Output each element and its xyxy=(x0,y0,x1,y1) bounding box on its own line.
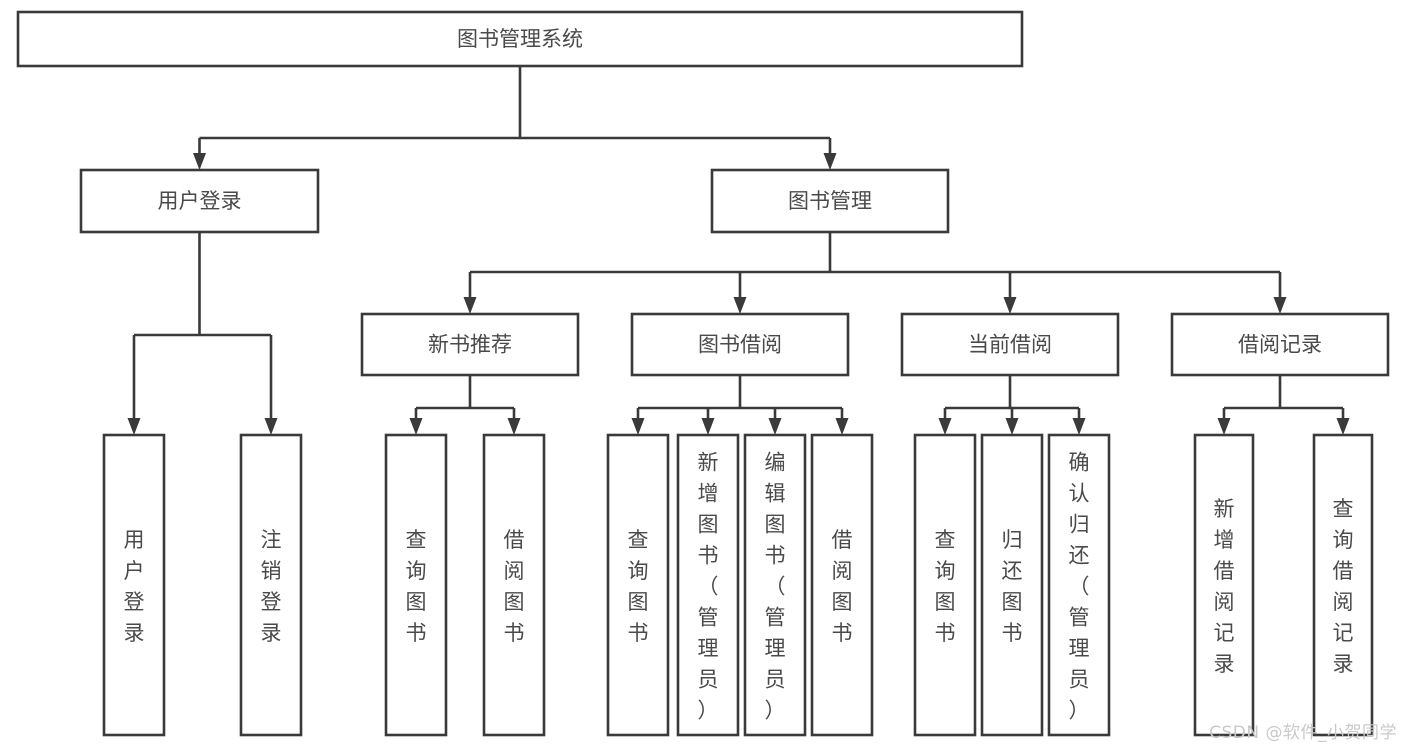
node-current-borrow-to-leaves-arrow-icon xyxy=(1005,418,1019,435)
leaf-leaf-confirm-return-label: 确认归还（管理员） xyxy=(1069,451,1090,723)
node-user-login-label: 用户登录 xyxy=(158,189,242,213)
leaf-leaf-query-book-1-box[interactable] xyxy=(384,433,448,737)
leaf-leaf-query-book-1[interactable]: 查询图书 xyxy=(384,433,448,737)
node-book-borrow-to-leaves-arrow-icon xyxy=(835,418,849,435)
leaf-leaf-query-record[interactable]: 查询借阅记录 xyxy=(1312,433,1374,737)
leaf-leaf-user-login-label: 用户登录 xyxy=(124,528,145,645)
node-book-manage[interactable]: 图书管理 xyxy=(710,168,950,234)
leaf-leaf-query-book-2-box[interactable] xyxy=(606,433,670,737)
leaf-leaf-add-record-box[interactable] xyxy=(1193,433,1255,737)
leaf-leaf-add-record[interactable]: 新增借阅记录 xyxy=(1193,433,1255,737)
node-borrow-record-label: 借阅记录 xyxy=(1238,333,1322,357)
book-manage-to-level3-arrow-icon xyxy=(463,297,477,314)
leaf-leaf-query-record-label: 查询借阅记录 xyxy=(1333,497,1354,676)
node-current-borrow-to-leaves-arrow-icon xyxy=(1072,418,1086,435)
node-book-manage-box[interactable] xyxy=(710,168,950,234)
root-to-level2-arrow-icon xyxy=(193,153,206,170)
leaf-leaf-borrow-book-2[interactable]: 借阅图书 xyxy=(810,433,874,737)
node-new-book-rec-label: 新书推荐 xyxy=(428,333,512,357)
node-book-manage-label: 图书管理 xyxy=(788,189,872,213)
node-current-borrow-label: 当前借阅 xyxy=(968,333,1052,357)
leaf-leaf-add-book-label: 新增图书（管理员） xyxy=(698,451,719,723)
node-user-login[interactable]: 用户登录 xyxy=(79,168,320,234)
node-user-login-box[interactable] xyxy=(79,168,320,234)
leaf-leaf-query-book-3-label: 查询图书 xyxy=(935,528,956,645)
leaf-leaf-query-book-2[interactable]: 查询图书 xyxy=(606,433,670,737)
leaf-leaf-query-book-2-label: 查询图书 xyxy=(628,528,649,645)
node-book-borrow-to-leaves-arrow-icon xyxy=(701,418,715,435)
node-new-book-rec-to-leaves-arrow-icon xyxy=(507,418,521,435)
node-current-borrow-to-leaves-arrow-icon xyxy=(938,418,952,435)
leaf-leaf-return-book-box[interactable] xyxy=(980,433,1044,737)
leaf-leaf-add-book-box[interactable] xyxy=(676,433,740,737)
leaf-leaf-edit-book-box[interactable] xyxy=(743,433,807,737)
node-book-borrow[interactable]: 图书借阅 xyxy=(630,312,850,377)
book-manage-to-level3-arrow-icon xyxy=(1273,297,1287,314)
connectors-layer xyxy=(127,66,1350,435)
leaf-leaf-borrow-book-2-box[interactable] xyxy=(810,433,874,737)
book-manage-to-level3-arrow-icon xyxy=(1003,297,1017,314)
node-borrow-record-to-leaves-arrow-icon xyxy=(1217,418,1231,435)
leaf-leaf-return-book[interactable]: 归还图书 xyxy=(980,433,1044,737)
node-book-borrow-label: 图书借阅 xyxy=(698,333,782,357)
node-new-book-rec-to-leaves-arrow-icon xyxy=(409,418,423,435)
book-manage-to-level3-arrow-icon xyxy=(733,297,747,314)
leaf-leaf-borrow-book-1-label: 借阅图书 xyxy=(504,528,525,645)
leaf-leaf-edit-book-label: 编辑图书（管理员） xyxy=(765,451,786,723)
node-current-borrow-box[interactable] xyxy=(900,312,1120,377)
node-book-borrow-to-leaves-arrow-icon xyxy=(631,418,645,435)
root-node-box[interactable] xyxy=(16,10,1024,68)
leaf-leaf-borrow-book-1[interactable]: 借阅图书 xyxy=(482,433,546,737)
leaf-leaf-confirm-return[interactable]: 确认归还（管理员） xyxy=(1047,433,1111,737)
leaf-leaf-logout-label: 注销登录 xyxy=(261,528,282,645)
leaf-leaf-query-record-box[interactable] xyxy=(1312,433,1374,737)
leaf-leaf-edit-book[interactable]: 编辑图书（管理员） xyxy=(743,433,807,737)
leaf-leaf-query-book-1-label: 查询图书 xyxy=(406,528,427,645)
leaf-leaf-borrow-book-2-label: 借阅图书 xyxy=(832,528,853,645)
nodes-layer: 图书管理系统用户登录图书管理新书推荐图书借阅当前借阅借阅记录用户登录注销登录查询… xyxy=(16,10,1390,737)
watermark-text: CSDN @软件_小贺同学 xyxy=(1209,723,1397,743)
node-user-login-to-leaves-arrow-icon xyxy=(264,418,278,435)
leaf-leaf-logout-box[interactable] xyxy=(239,433,303,737)
leaf-leaf-user-login-box[interactable] xyxy=(102,433,166,737)
leaf-leaf-user-login[interactable]: 用户登录 xyxy=(102,433,166,737)
node-borrow-record-box[interactable] xyxy=(1170,312,1390,377)
node-borrow-record[interactable]: 借阅记录 xyxy=(1170,312,1390,377)
leaf-leaf-borrow-book-1-box[interactable] xyxy=(482,433,546,737)
leaf-leaf-logout[interactable]: 注销登录 xyxy=(239,433,303,737)
leaf-leaf-query-book-3-box[interactable] xyxy=(913,433,977,737)
node-current-borrow[interactable]: 当前借阅 xyxy=(900,312,1120,377)
node-book-borrow-to-leaves-arrow-icon xyxy=(768,418,782,435)
root-node[interactable]: 图书管理系统 xyxy=(16,10,1024,68)
leaf-leaf-add-book[interactable]: 新增图书（管理员） xyxy=(676,433,740,737)
leaf-leaf-return-book-label: 归还图书 xyxy=(1002,528,1023,645)
root-to-level2-arrow-icon xyxy=(823,153,837,170)
node-new-book-rec-box[interactable] xyxy=(360,312,580,377)
leaf-leaf-query-book-3[interactable]: 查询图书 xyxy=(913,433,977,737)
node-user-login-to-leaves-arrow-icon xyxy=(127,418,141,435)
leaf-leaf-confirm-return-box[interactable] xyxy=(1047,433,1111,737)
node-new-book-rec[interactable]: 新书推荐 xyxy=(360,312,580,377)
node-borrow-record-to-leaves-arrow-icon xyxy=(1336,418,1350,435)
node-book-borrow-box[interactable] xyxy=(630,312,850,377)
root-node-label: 图书管理系统 xyxy=(457,27,583,51)
leaf-leaf-add-record-label: 新增借阅记录 xyxy=(1214,497,1235,676)
